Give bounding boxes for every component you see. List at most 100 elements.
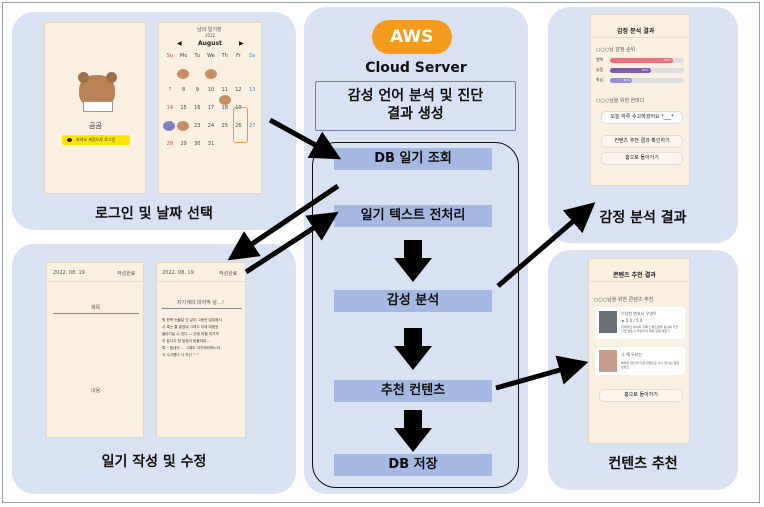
- calendar-day[interactable]: 31: [207, 141, 215, 147]
- diary-line: 흑 ·· 힘내자 … 그래도 자가격리하느라: [162, 346, 220, 350]
- arrow-db-to-diary: [227, 183, 340, 261]
- login-app-title: 곰곰: [89, 122, 102, 130]
- view-recommendations-button[interactable]: 컨텐츠 추천 결과 확인하기: [601, 135, 683, 148]
- bear-ear-left: [78, 72, 89, 83]
- calendar-day[interactable]: 14: [166, 105, 174, 111]
- calendar-day[interactable]: 24: [207, 123, 215, 129]
- server-goal: 감성 언어 분석 및 진단 결과 생성: [347, 88, 484, 122]
- bear-book: [83, 101, 113, 112]
- go-home-button[interactable]: 홈으로 돌아가기: [601, 152, 683, 165]
- poster-thumbnail: [599, 311, 617, 333]
- pipeline-step: 감성 분석: [334, 290, 492, 312]
- calendar-day[interactable]: 9: [195, 87, 199, 93]
- emotion-row: 행복 85%: [596, 57, 688, 65]
- weekday-label: We: [207, 53, 215, 59]
- pipeline-step: 추천 컨텐츠: [334, 380, 492, 402]
- weekday-label: Fr: [236, 53, 241, 59]
- weekday-label: Sa: [249, 53, 256, 59]
- diary-filled-screen: 2022. 08. 19 작성완료 자기계의 마지막 날…! 뭐 한쪽 눈물날 …: [156, 262, 246, 438]
- recommendation-card[interactable]: 이상한 변호사 우영우 ★ 5.0 / 5.0 천재적인 두뇌와 자폐 스펙트럼…: [595, 307, 685, 339]
- weekday-label: Mo: [179, 53, 188, 59]
- emotion-bar-track: 85%: [610, 58, 684, 63]
- emotion-name: 행복: [596, 57, 604, 62]
- diary-date: 2022. 08. 19: [162, 270, 194, 276]
- message-label: ○○○님을 위한 한마디: [596, 98, 645, 104]
- prev-month-icon[interactable]: ◀: [177, 40, 182, 47]
- calendar-day[interactable]: 25: [221, 123, 228, 129]
- bear-sticker-icon: [205, 69, 217, 79]
- calendar-day[interactable]: 16: [194, 105, 201, 111]
- bear-sticker-icon: [177, 121, 189, 131]
- diary-line: 돌아다닐 수 있다 — 근데 하필 자가격: [162, 332, 219, 336]
- pipeline-step: DB 일기 조회: [334, 148, 492, 170]
- emotion-row: 화남 30%: [596, 77, 688, 85]
- calendar-day[interactable]: 15: [180, 105, 187, 111]
- emotion-percent-label: 85%: [664, 58, 671, 62]
- emotion-bar-fill: 30%: [610, 78, 633, 83]
- calendar-day[interactable]: 19: [235, 105, 242, 111]
- calendar-day[interactable]: 8: [181, 87, 186, 93]
- kakao-login-button[interactable]: 카카오 계정으로 로그인: [62, 135, 130, 145]
- calendar-header: 냠의 일기장: [197, 27, 222, 33]
- arrow-login-to-db: [268, 117, 342, 160]
- calendar-grid: 7891011121314151617181921222324252627282…: [163, 75, 259, 147]
- go-home-button[interactable]: 홈으로 돌아가기: [599, 389, 683, 402]
- emotion-bar-fill: 85%: [610, 58, 673, 63]
- content-subtitle: ○○○님을 위한 콘텐츠 추천: [594, 297, 654, 303]
- done-button[interactable]: 작성완료: [219, 271, 238, 277]
- emotion-bar-track: 55%: [610, 68, 684, 73]
- diary-line: 리 끝나고 첫 일정이 팀플이라…: [162, 339, 210, 343]
- calendar-day[interactable]: 28: [166, 141, 174, 147]
- next-month-icon[interactable]: ▶: [239, 40, 244, 47]
- emotion-percent-label: 55%: [642, 68, 649, 72]
- calendar-month: August: [198, 40, 222, 47]
- login-screen: 곰곰 카카오 계정으로 로그인: [44, 22, 146, 194]
- bear-sticker-icon: [163, 121, 175, 131]
- calendar-day[interactable]: 23: [194, 123, 201, 129]
- diary-line: 뭐 한쪽 눈물날 것 같아 그동안 답답해서: [162, 318, 222, 322]
- poster-thumbnail: [599, 350, 617, 372]
- calendar-day[interactable]: 17: [207, 105, 215, 111]
- calendar-day[interactable]: 18: [221, 105, 228, 111]
- calendar-screen: 냠의 일기장 2022 ◀ August ▶ Su Mo Tu We Th Fr Sa 7 8…: [158, 22, 262, 194]
- calendar-day[interactable]: 26: [235, 123, 242, 129]
- diary-edit-screen: 2022. 08. 19 작성완료 제목 내용: [46, 262, 144, 438]
- down-arrow-icon: [394, 410, 432, 452]
- calendar-day[interactable]: 10: [207, 87, 215, 93]
- weekday-label: Su: [166, 53, 174, 59]
- calendar-day[interactable]: 13: [248, 87, 256, 93]
- weekday-label: Th: [221, 53, 228, 59]
- body-placeholder[interactable]: 내용: [91, 388, 101, 394]
- pipeline-step: DB 저장: [334, 454, 492, 476]
- chat-bubble-icon: [67, 138, 72, 142]
- arrow-recommend-to-content: [495, 355, 589, 391]
- calendar-day[interactable]: 27: [248, 123, 256, 129]
- selected-date-highlight[interactable]: [233, 107, 248, 143]
- cloud-server-title: Cloud Server: [365, 60, 467, 76]
- calendar-day[interactable]: 29: [180, 141, 187, 147]
- emotion-percent-label: 30%: [623, 78, 631, 82]
- weekday-row: Su Mo Tu We Th Fr Sa: [163, 53, 259, 59]
- done-button[interactable]: 작성완료: [117, 271, 136, 277]
- diary-line: 사 흑는 줄 알았네 그래도 이제 마음껏: [162, 325, 219, 329]
- emotion-bar-fill: 55%: [610, 68, 651, 73]
- calendar-day[interactable]: 12: [235, 87, 242, 93]
- down-arrow-icon: [394, 240, 432, 282]
- ranking-label: ○○○님 감정 순위: [596, 47, 636, 53]
- diary-title: 자기계의 마지막 날…!: [177, 300, 224, 306]
- calendar-year: 2022: [205, 33, 216, 38]
- diary-caption: 일기 작성 및 수정: [101, 454, 207, 470]
- calendar-day[interactable]: 7: [168, 87, 172, 93]
- content-caption: 컨텐츠 추천: [608, 456, 678, 472]
- calendar-day[interactable]: 11: [221, 87, 228, 93]
- title-placeholder[interactable]: 제목: [91, 305, 101, 311]
- recommendation-card[interactable]: 그 해 우리는 헤어진 연인이 다큐 촬영으로 다시 만나는 청춘 로맨스: [595, 347, 685, 375]
- weekday-label: Tu: [194, 53, 201, 59]
- calendar-day[interactable]: 30: [194, 141, 201, 147]
- arrow-analysis-to-result: [496, 202, 596, 288]
- diary-date: 2022. 08. 19: [53, 270, 85, 276]
- down-arrow-icon: [394, 328, 432, 370]
- emotion-name: 화남: [596, 77, 604, 82]
